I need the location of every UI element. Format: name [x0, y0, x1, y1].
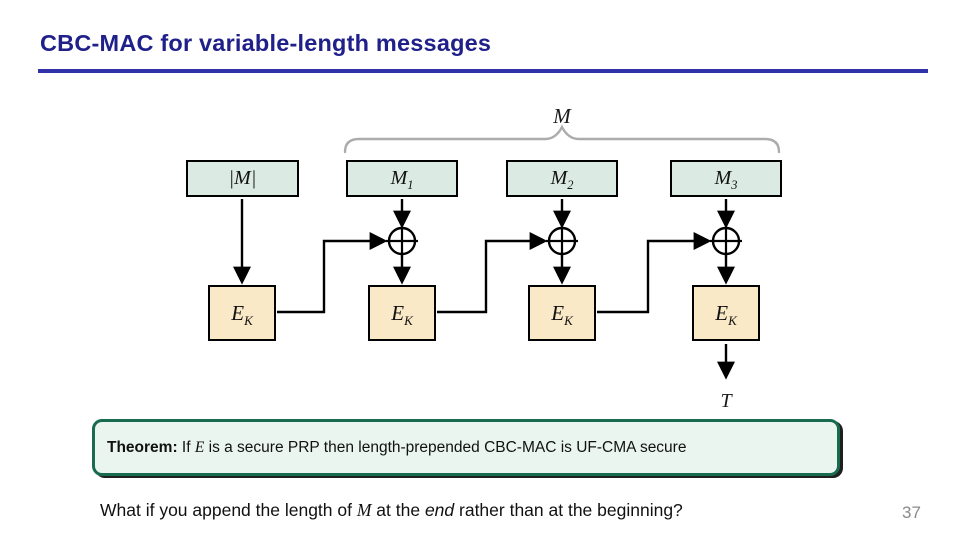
chain-ek3-to-xor3	[597, 232, 712, 314]
chain-ek2-to-xor2	[437, 232, 548, 314]
theorem-box: Theorem: If E is a secure PRP then lengt…	[92, 419, 840, 476]
theorem-text: If	[177, 438, 195, 456]
title-underline	[38, 69, 928, 73]
message-brace	[343, 124, 781, 154]
theorem-math-e: E	[194, 438, 205, 456]
xor-icon	[546, 225, 578, 257]
block-m1: M1	[346, 160, 458, 197]
cipher-block-1: EK	[208, 285, 276, 341]
page-number: 37	[902, 503, 921, 522]
question-math-m: M	[356, 500, 372, 520]
block-m3: M3	[670, 160, 782, 197]
cipher-block-3: EK	[528, 285, 596, 341]
theorem-text: is a secure PRP then length-prepended CB…	[204, 438, 687, 456]
tag-label: T	[720, 390, 732, 412]
cipher-block-2: EK	[368, 285, 436, 341]
block-length: |M|	[186, 160, 299, 197]
slide-title: CBC-MAC for variable-length messages	[40, 30, 492, 56]
cipher-block-4: EK	[692, 285, 760, 341]
message-label: M	[553, 104, 571, 128]
xor-icon	[386, 225, 418, 257]
theorem-label: Theorem:	[107, 438, 178, 456]
footer-question: What if you append the length of M at th…	[100, 500, 683, 520]
block-m2: M2	[506, 160, 618, 197]
chain-ek1-to-xor1	[277, 232, 388, 314]
xor-icon	[710, 225, 742, 257]
question-emphasis: end	[424, 500, 455, 520]
